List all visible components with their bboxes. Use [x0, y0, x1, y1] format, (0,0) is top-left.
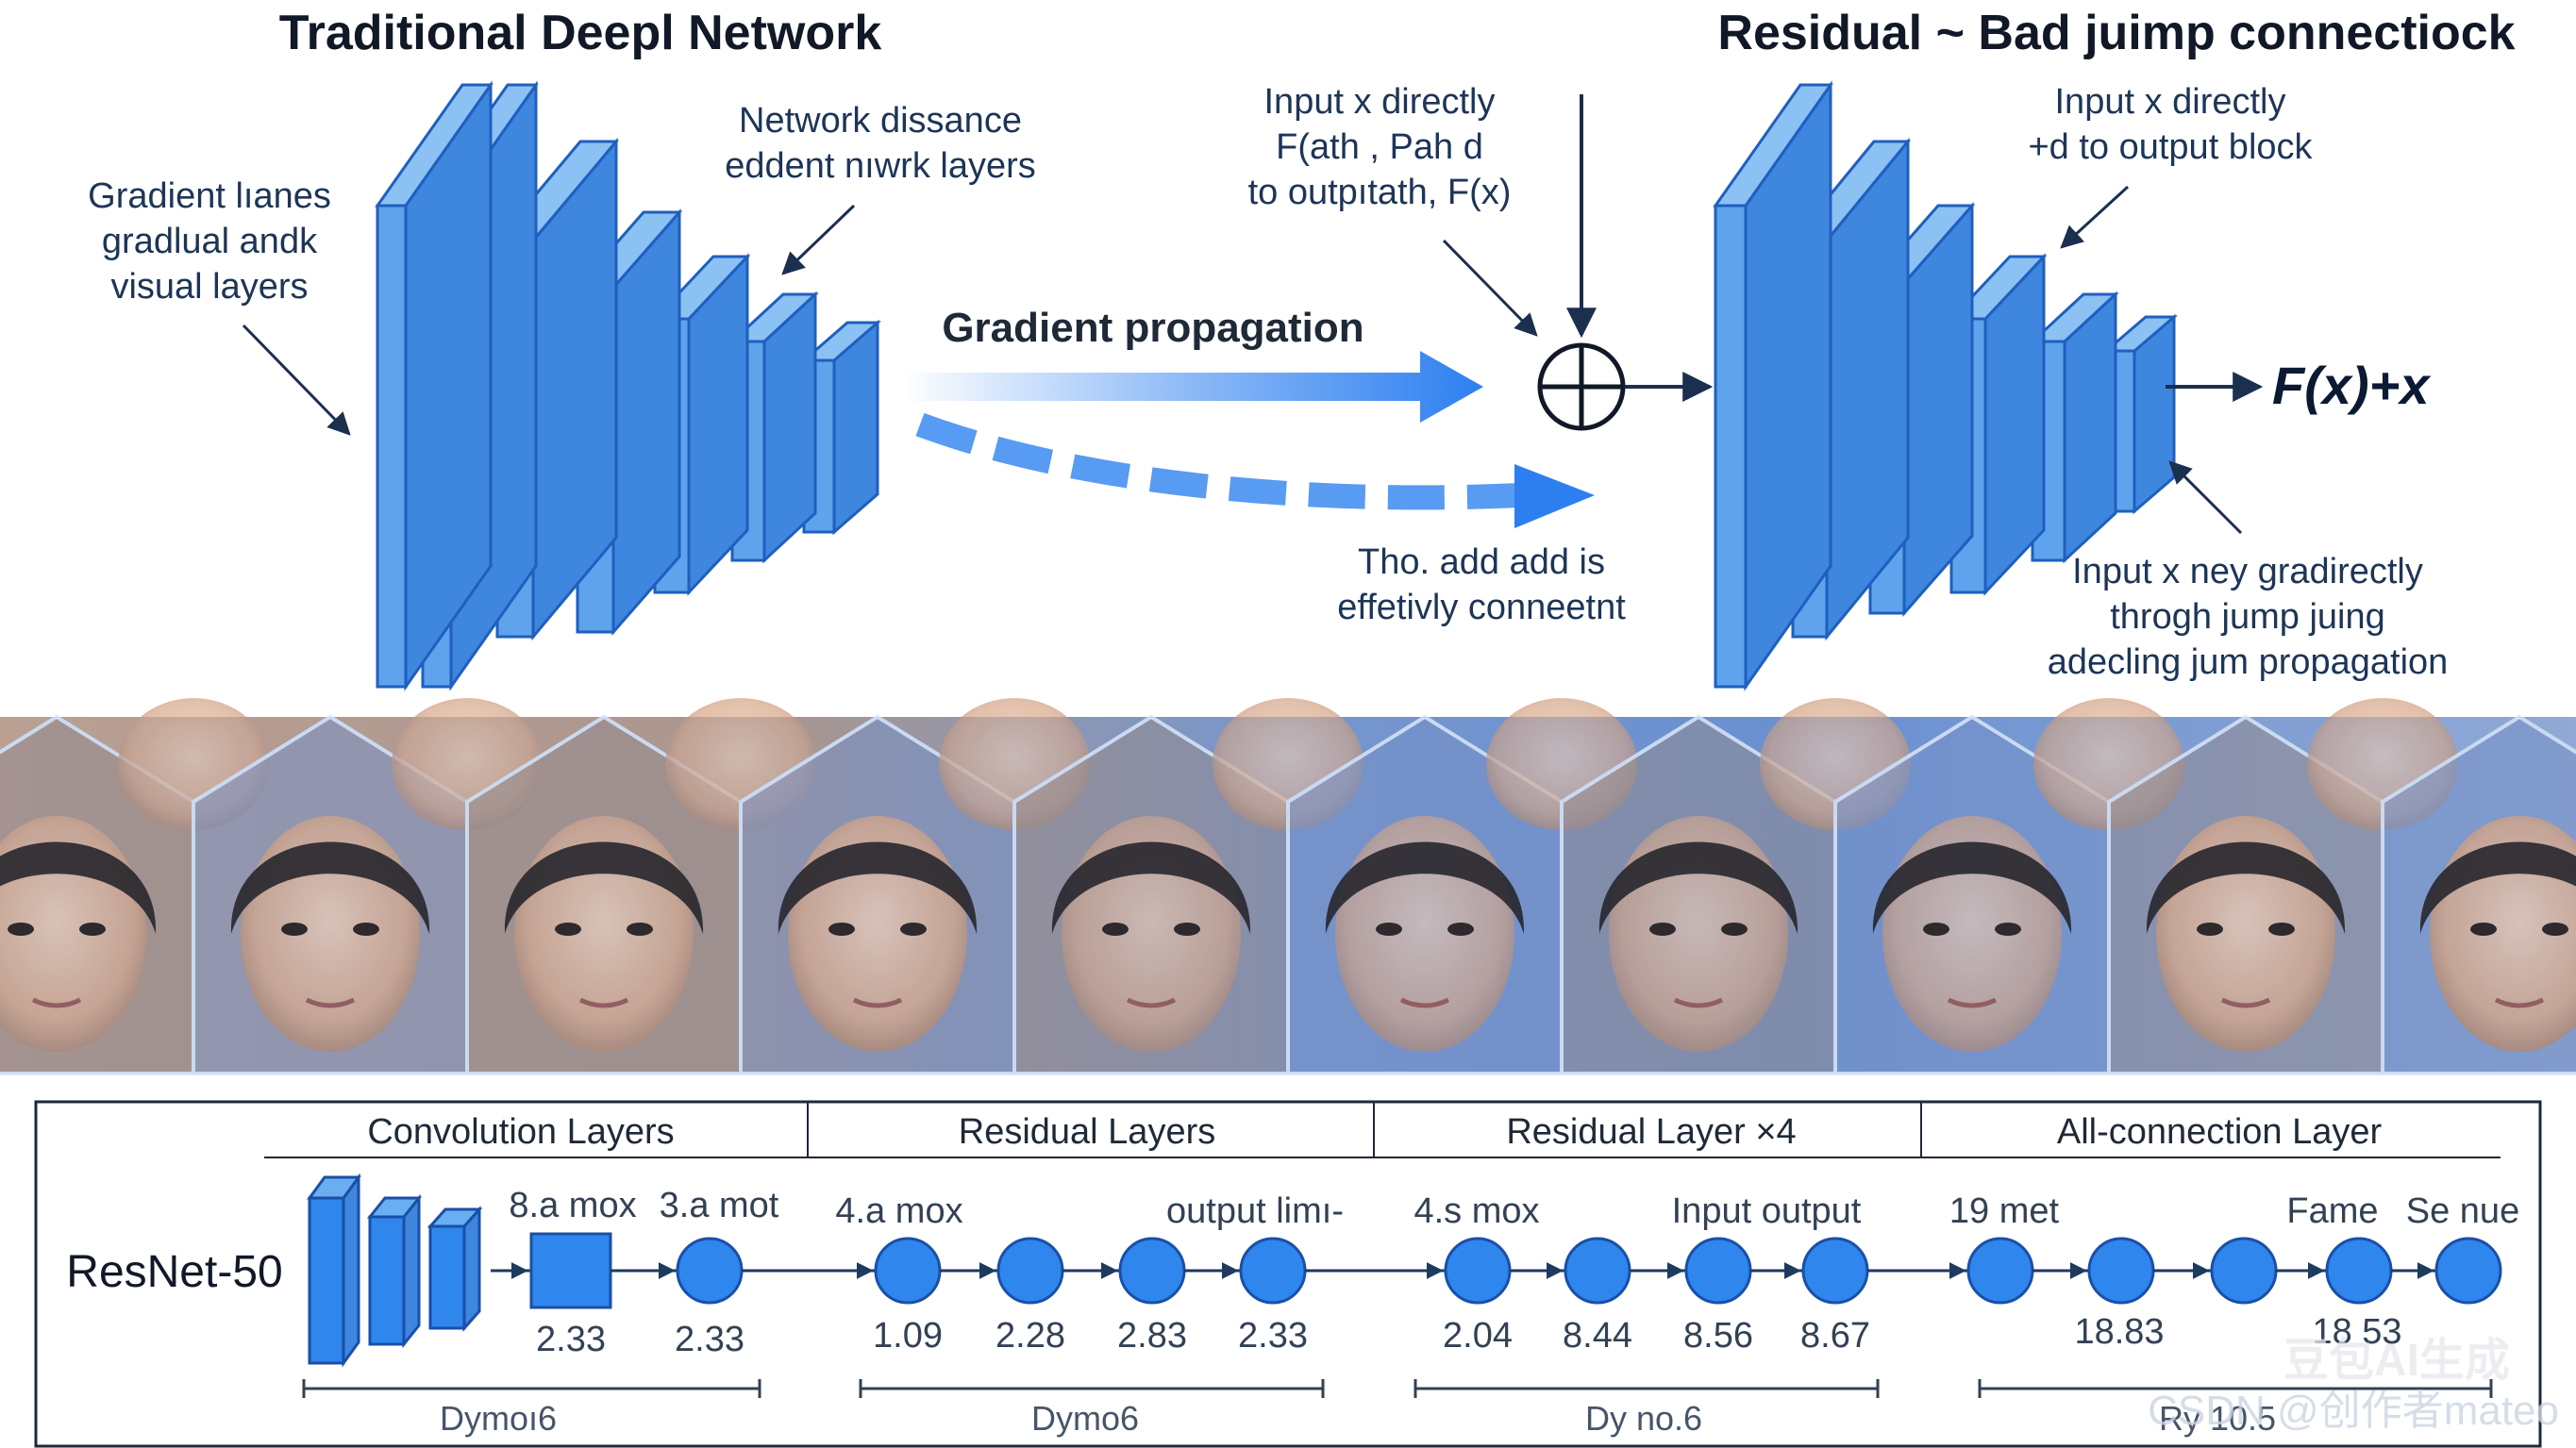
layer-node-9	[1801, 1237, 1869, 1305]
residual-top-label-1: 4.a mox	[835, 1191, 962, 1231]
right-bottom-line-3: adecling jum propagation	[2048, 642, 2449, 682]
residual-network-blocks	[1713, 80, 2179, 691]
conv-mini-blocks	[307, 1173, 528, 1368]
face-portrait-10	[2419, 816, 2576, 1052]
layer-node-11	[2087, 1237, 2155, 1305]
conv-value-2: 2.33	[675, 1320, 744, 1359]
fc-top-label-1: 19 met	[1949, 1191, 2060, 1231]
layer-node-13	[2325, 1237, 2393, 1305]
residual-value-3: 2.83	[1117, 1316, 1187, 1356]
section-header-residual-x4: Residual Layer ×4	[1506, 1112, 1796, 1152]
fc-top-label-2: Fame	[2286, 1191, 2378, 1231]
section-header-residual: Residual Layers	[959, 1112, 1215, 1152]
output-formula: F(x)+x	[2272, 356, 2432, 415]
conv-mini-block-3	[427, 1206, 483, 1332]
dashed-label-line-2: effetivly conneetnt	[1337, 588, 1626, 627]
network-label-line-1: Network dissance	[739, 101, 1022, 141]
dashed-label-line-1: Tho. add add is	[1358, 542, 1605, 582]
right-block-1	[1713, 80, 1833, 691]
residual4-value-3: 8.56	[1683, 1316, 1753, 1356]
layer-nodes	[611, 1237, 2502, 1305]
input-direct-line-1: Input x directly	[1264, 82, 1496, 122]
residual-value-1: 1.09	[873, 1316, 943, 1356]
left-label-pointer	[242, 324, 351, 436]
section-header-convolution: Convolution Layers	[367, 1112, 674, 1152]
square-node	[529, 1232, 612, 1309]
network-distance-label: Network dissance eddent nıwrk layers	[725, 101, 1036, 186]
conv-mini-block-1	[307, 1173, 361, 1368]
residual4-value-2: 8.44	[1563, 1316, 1632, 1356]
layer-node-10	[1966, 1237, 2034, 1305]
dashed-arrow-label: Tho. add add is effetivly conneetnt	[1337, 542, 1626, 627]
layer-node-6	[1444, 1237, 1512, 1305]
left-title: Traditional Deepl Network	[279, 6, 882, 60]
dashed-curved-arrow	[915, 412, 1595, 528]
face-portrait-3	[504, 698, 816, 1052]
fc-top-label-3: Se nue	[2406, 1191, 2519, 1231]
left-label-line-2: gradlual andk	[102, 222, 318, 261]
conv-value-1: 2.33	[536, 1320, 606, 1359]
gradient-lanes-label: Gradient lıanes gradlual andk visual lay…	[88, 176, 331, 307]
residual4-value-4: 8.67	[1800, 1316, 1870, 1356]
layer-node-1	[676, 1237, 744, 1305]
fc-value-1: 18.83	[2074, 1312, 2164, 1352]
face-photo-strip	[0, 698, 2576, 1075]
layer-node-8	[1684, 1237, 1752, 1305]
gradient-propagation-arrow	[901, 351, 1483, 423]
input-direct-line-3: to outpıtath, F(x)	[1248, 173, 1512, 212]
face-portrait-4	[778, 698, 1090, 1052]
fc-footer: Ry 10.5	[2159, 1399, 2276, 1438]
left-block-1	[375, 80, 493, 691]
right-title: Residual ~ Bad juimp connectiock	[1717, 6, 2515, 60]
conv-top-label-1: 8.a mox	[509, 1186, 636, 1225]
section-header-all-connection: All-connection Layer	[2057, 1112, 2383, 1152]
gradient-propagation-label: Gradient propagation	[942, 305, 1363, 351]
residual4-top-label-2: Input output	[1672, 1191, 1862, 1231]
conv-top-label-2: 3.a mot	[660, 1186, 779, 1225]
layer-node-7	[1564, 1237, 1631, 1305]
conv-footer: Dymoı6	[440, 1399, 557, 1438]
layer-node-3	[996, 1237, 1064, 1305]
model-name: ResNet-50	[66, 1247, 282, 1297]
right-top-line-1: Input x directly	[2055, 82, 2286, 122]
input-direct-label: Input x directly F(ath , Pah d to outpıt…	[1248, 82, 1512, 212]
network-label-pointer	[781, 204, 856, 275]
conv-mini-block-2	[366, 1193, 423, 1349]
jump-propagation-label: Input x ney gradirectly throgh jump juin…	[2048, 552, 2449, 682]
layer-node-14	[2434, 1237, 2502, 1305]
residual-top-label-2: output limı-	[1166, 1191, 1344, 1231]
layer-node-4	[1118, 1237, 1186, 1305]
watermark-line-1: 豆包AI生成	[2283, 1336, 2510, 1386]
residual4-top-label-1: 4.s mox	[1413, 1191, 1539, 1231]
fc-value-2: 18 53	[2312, 1312, 2401, 1352]
traditional-network-blocks	[375, 80, 882, 691]
left-label-line-1: Gradient lıanes	[88, 176, 331, 216]
right-bottom-line-2: throgh jump juing	[2110, 597, 2385, 637]
layer-node-12	[2210, 1237, 2278, 1305]
residual4-footer: Dy no.6	[1585, 1399, 1702, 1438]
right-top-line-2: +d to output block	[2028, 127, 2313, 167]
section-brackets	[302, 1379, 2493, 1398]
jump-propagation-pointer	[2168, 460, 2243, 535]
right-block-6	[2101, 313, 2179, 515]
output-block-pointer	[2060, 185, 2130, 249]
layer-node-2	[874, 1237, 942, 1305]
addition-node	[1537, 342, 1626, 431]
face-portrait-9	[2146, 698, 2458, 1052]
right-bottom-line-1: Input x ney gradirectly	[2072, 552, 2423, 591]
layer-node-5	[1239, 1237, 1307, 1305]
output-block-label: Input x directly +d to output block	[2028, 82, 2313, 167]
left-label-line-3: visual layers	[110, 267, 308, 307]
watermark-line-2: CSDN @创作者mateo	[2148, 1388, 2559, 1434]
residual-footer: Dymo6	[1031, 1399, 1139, 1438]
residual-value-2: 2.28	[995, 1316, 1065, 1356]
input-direct-pointer	[1442, 239, 1538, 337]
network-label-line-2: eddent nıwrk layers	[725, 146, 1036, 186]
residual-value-4: 2.33	[1238, 1316, 1308, 1356]
input-direct-line-2: F(ath , Pah d	[1276, 127, 1483, 167]
residual4-value-1: 2.04	[1443, 1316, 1513, 1356]
